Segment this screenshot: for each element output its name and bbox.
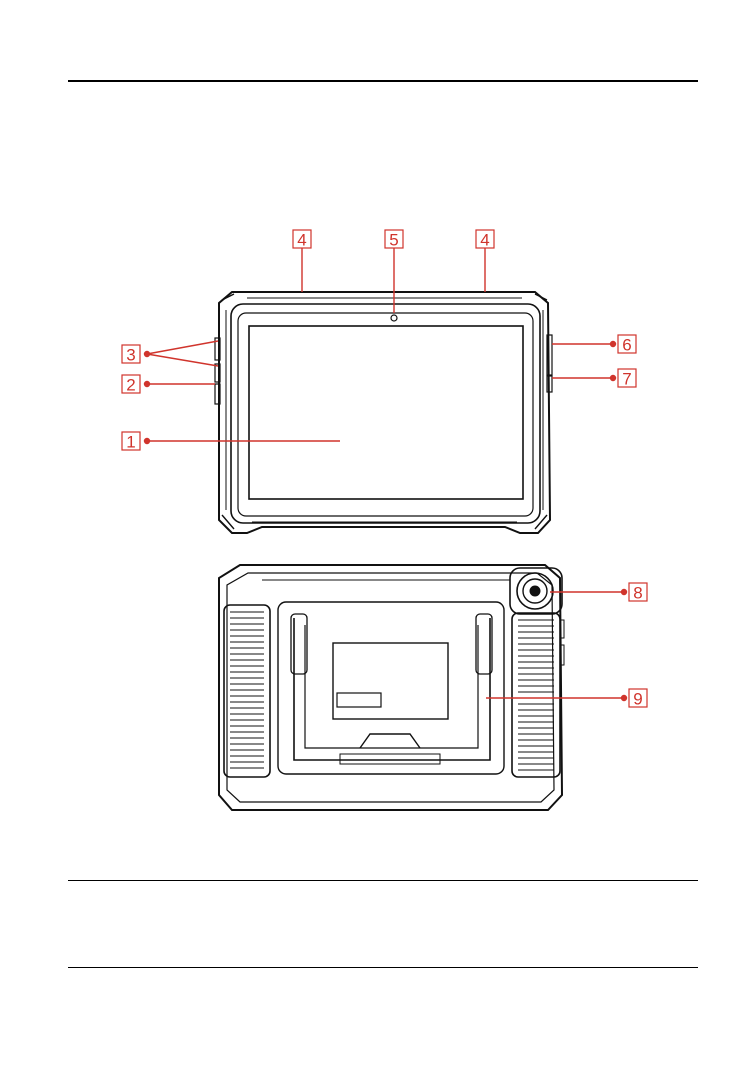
left-grip: [223, 604, 271, 778]
svg-text:5: 5: [389, 231, 398, 250]
callout-5: 5: [384, 229, 404, 250]
svg-text:9: 9: [633, 690, 642, 709]
touch-screen: [248, 325, 524, 500]
callout-2: 2: [121, 374, 141, 395]
power-button: [214, 383, 221, 405]
grip-ribs: [230, 611, 554, 771]
svg-text:2: 2: [126, 376, 135, 395]
nameplate: [332, 642, 449, 720]
usb-port: [546, 334, 553, 376]
svg-text:4: 4: [480, 231, 489, 250]
svg-text:1: 1: [126, 433, 135, 452]
callout-4-right: 4: [475, 229, 495, 250]
kickstand: [293, 618, 491, 761]
svg-text:6: 6: [622, 336, 631, 355]
callout-8: 8: [628, 582, 648, 603]
svg-text:8: 8: [633, 584, 642, 603]
svg-text:4: 4: [297, 231, 306, 250]
callout-6: 6: [617, 334, 637, 355]
callout-4-left: 4: [292, 229, 312, 250]
callout-7: 7: [617, 368, 637, 389]
rear-camera-housing: [509, 567, 563, 615]
svg-text:7: 7: [622, 370, 631, 389]
callout-leaders: [143, 248, 628, 702]
svg-text:3: 3: [126, 346, 135, 365]
right-grip: [511, 612, 561, 778]
kickstand-recess: [277, 601, 505, 775]
callout-1: 1: [121, 431, 141, 452]
volume-buttons: [214, 337, 221, 361]
callout-3: 3: [121, 344, 141, 365]
callout-9: 9: [628, 688, 648, 709]
tablet-front-view: [214, 291, 553, 534]
front-camera: [390, 314, 398, 322]
rear-camera: [529, 585, 541, 597]
tablet-rear-view: [218, 564, 565, 811]
footer-rule-upper: [68, 880, 698, 881]
header-rule: [68, 80, 698, 82]
footer-rule-lower: [68, 967, 698, 968]
